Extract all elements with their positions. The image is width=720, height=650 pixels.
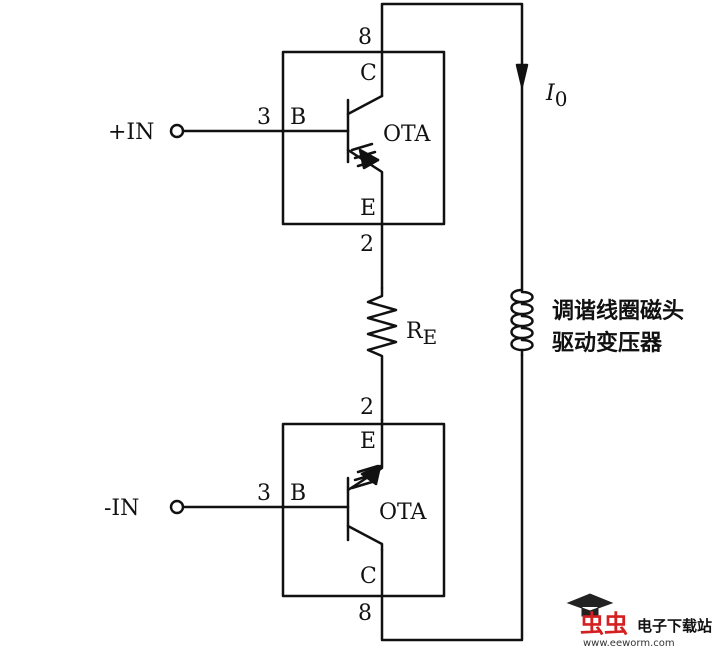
- bottom-pin-e-label: E: [360, 429, 376, 454]
- top-pin-e-label: E: [360, 196, 376, 221]
- bottom-pin-b-label: B: [290, 481, 306, 506]
- resistor-label: RE: [406, 319, 437, 349]
- resistor-re: [366, 286, 398, 422]
- bottom-ota-name: OTA: [379, 500, 428, 525]
- bottom-pin-b-number: 3: [257, 481, 271, 506]
- top-pin-c-number: 8: [358, 25, 372, 50]
- bottom-ota-box: [281, 422, 446, 598]
- top-ota-box: [281, 50, 446, 226]
- watermark-logo: 虫虫 电子下载站 www.eeworm.com: [566, 593, 712, 649]
- top-pin-b-number: 3: [257, 105, 271, 130]
- current-label: I0: [545, 81, 567, 111]
- bottom-emitter-hatch: [350, 464, 380, 490]
- plus-in-label: +IN: [108, 120, 154, 145]
- coil-to-bottom-wire: [380, 353, 524, 642]
- watermark-url: www.eeworm.com: [583, 638, 675, 649]
- current-arrow: [515, 63, 529, 88]
- plus-in-terminal: [169, 123, 185, 139]
- coil-label-line2: 驱动变压器: [552, 330, 663, 356]
- coil-label-line1: 调谐线圈磁头: [552, 298, 684, 324]
- top-pin-e-number: 2: [360, 232, 374, 257]
- bottom-pin-c-number: 8: [358, 601, 372, 626]
- bottom-collector-lead: [346, 524, 384, 552]
- bottom-pin-c-label: C: [360, 564, 377, 589]
- top-collector-lead: [346, 94, 384, 116]
- top-pin-b-label: B: [290, 105, 306, 130]
- minus-in-terminal: [169, 499, 185, 515]
- watermark-brand: 虫虫: [580, 610, 628, 638]
- top-wire: [380, 2, 524, 292]
- watermark-site-cn: 电子下载站: [637, 617, 712, 635]
- graduation-cap-icon: [566, 593, 614, 617]
- bottom-emitter-lead: [346, 418, 384, 492]
- top-ota-name: OTA: [383, 122, 432, 147]
- top-emitter-hatch: [350, 142, 380, 168]
- minus-in-label: -IN: [104, 496, 139, 521]
- bottom-pin-e-number: 2: [360, 395, 374, 420]
- coil: [510, 288, 534, 357]
- top-pin-c-label: C: [360, 61, 377, 86]
